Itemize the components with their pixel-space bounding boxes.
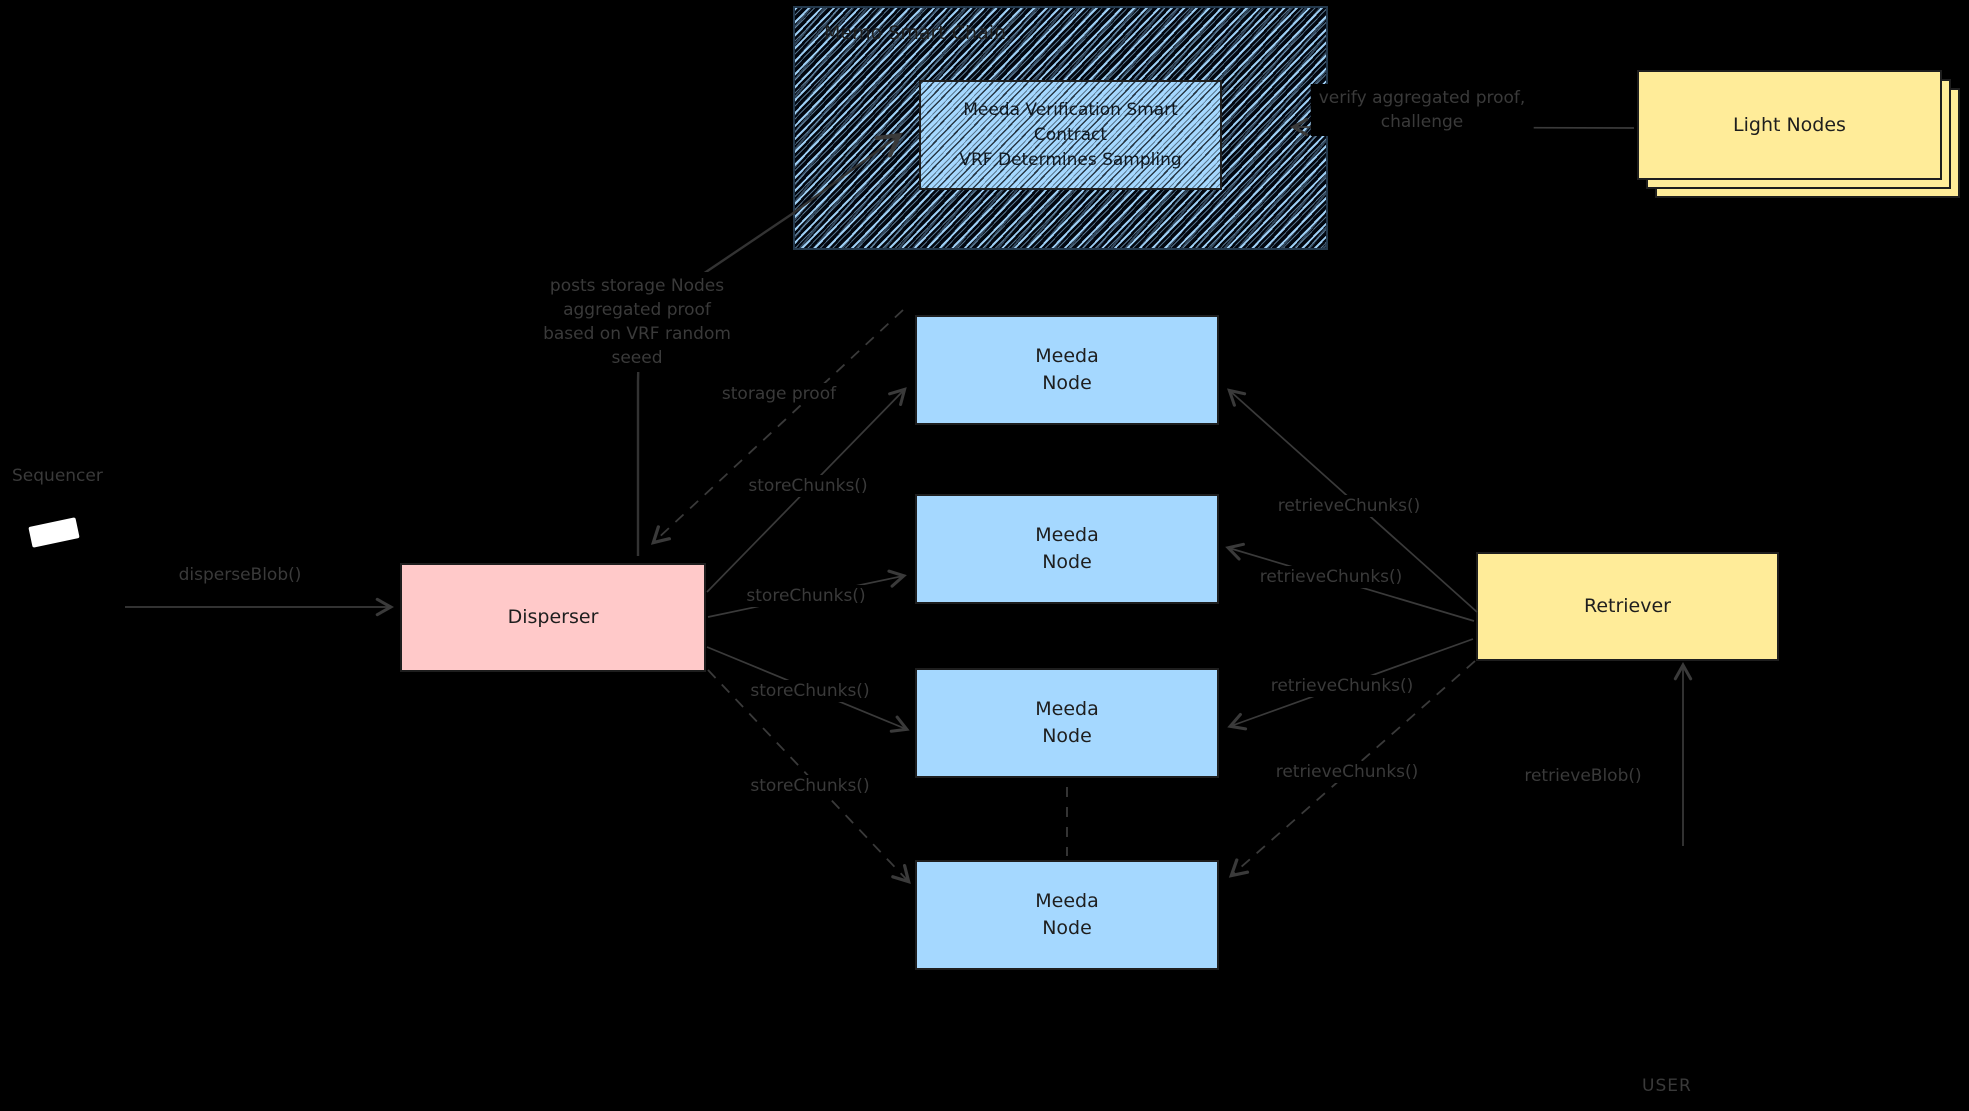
retrieve-chunks-label-3: retrieveChunks()	[1265, 675, 1419, 697]
contract-line: Meeda Verification Smart	[963, 99, 1178, 120]
contract-line: Contract	[1033, 124, 1108, 145]
disperser-box: Disperser	[400, 563, 706, 672]
light-nodes-card: Light Nodes	[1637, 70, 1942, 180]
memo-smart-chain-box: Memo Smart Chain Meeda Verification Smar…	[793, 6, 1328, 250]
store-chunks-label-1: storeChunks()	[743, 475, 873, 497]
store-chunks-label-2: storeChunks()	[741, 585, 871, 607]
contract-line: VRF Determines Sampling	[959, 149, 1182, 170]
meeda-line1: Meeda	[1035, 345, 1099, 367]
meeda-line2: Node	[1042, 372, 1092, 394]
store-chunks-label-3: storeChunks()	[745, 680, 875, 702]
retrieve-chunks-label-1: retrieveChunks()	[1272, 495, 1426, 517]
verify-proof-line: verify aggregated proof,	[1318, 88, 1526, 108]
light-nodes-label: Light Nodes	[1733, 114, 1846, 136]
retrieve-chunks-label-2: retrieveChunks()	[1254, 566, 1408, 588]
retrieve-chunks-label-4: retrieveChunks()	[1270, 761, 1424, 783]
user-label: USER	[1642, 1076, 1692, 1096]
posts-proof-line: based on VRF random	[543, 324, 731, 344]
retriever-label: Retriever	[1583, 595, 1671, 617]
retrieve-blob-label: retrieveBlob()	[1519, 765, 1647, 787]
posts-proof-line: posts storage Nodes	[549, 276, 725, 296]
verify-proof-label: verify aggregated proof, challenge	[1310, 84, 1534, 136]
retriever-box: Retriever	[1476, 552, 1779, 661]
posts-proof-line: seeed	[611, 348, 663, 368]
disperser-label: Disperser	[507, 606, 599, 628]
storage-proof-arrow	[650, 309, 904, 545]
verification-contract-box: Meeda Verification Smart Contract VRF De…	[919, 80, 1222, 190]
verify-proof-line: challenge	[1380, 112, 1464, 132]
meeda-line1: Meeda	[1035, 890, 1099, 912]
meeda-line1: Meeda	[1035, 698, 1099, 720]
disperse-blob-label: disperseBlob()	[173, 564, 307, 586]
chain-box-title: Memo Smart Chain	[824, 22, 1007, 44]
meeda-line1: Meeda	[1035, 524, 1099, 546]
sequencer-label: Sequencer	[12, 466, 103, 486]
light-nodes-stack: Light Nodes	[1637, 70, 1960, 198]
posts-proof-line: aggregated proof	[563, 300, 711, 320]
storage-proof-label: storage proof	[716, 383, 842, 405]
meeda-line2: Node	[1042, 725, 1092, 747]
store-chunks-label-4: storeChunks()	[745, 775, 875, 797]
posts-proof-label: posts storage Nodes aggregated proof bas…	[535, 272, 739, 372]
meeda-line2: Node	[1042, 551, 1092, 573]
meeda-line2: Node	[1042, 917, 1092, 939]
